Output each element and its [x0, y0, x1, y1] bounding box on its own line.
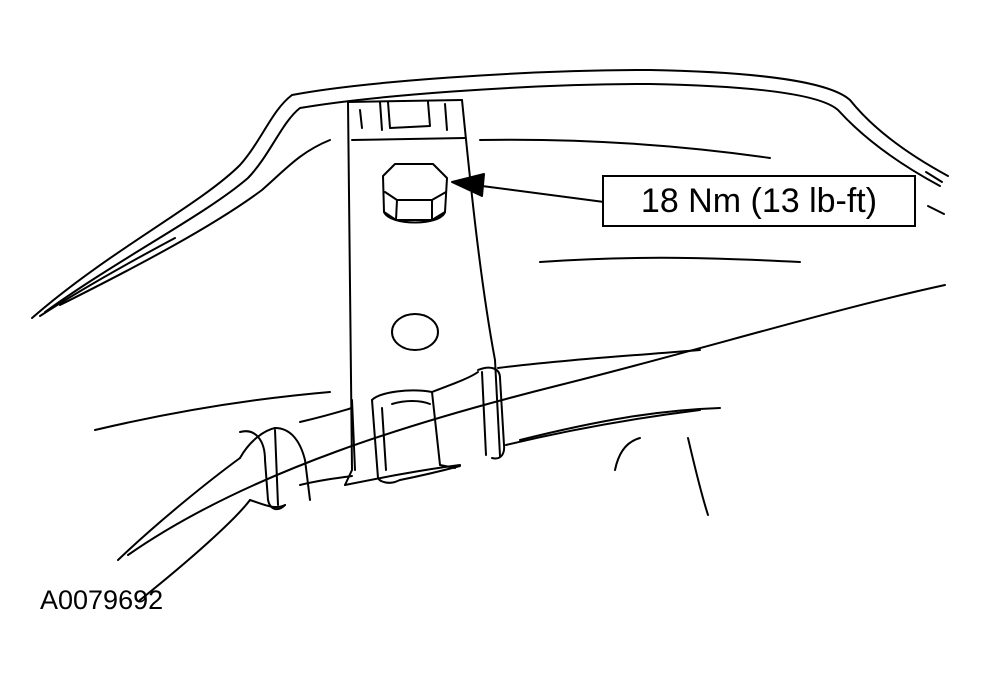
body-panel-outline	[31, 69, 949, 319]
mounting-bracket	[344, 99, 501, 486]
callout-leader-arrow	[451, 173, 605, 203]
hex-bolt	[382, 163, 448, 224]
tube-assembly	[117, 349, 701, 601]
torque-callout-label: 18 Nm (13 lb-ft)	[640, 181, 878, 220]
figure-id-label: A0079692	[40, 585, 164, 615]
torque-callout-box: 18 Nm (13 lb-ft)	[602, 175, 916, 227]
underbody-contours	[94, 284, 946, 556]
tube-clamp	[371, 366, 506, 484]
bracket-hole	[391, 313, 439, 351]
